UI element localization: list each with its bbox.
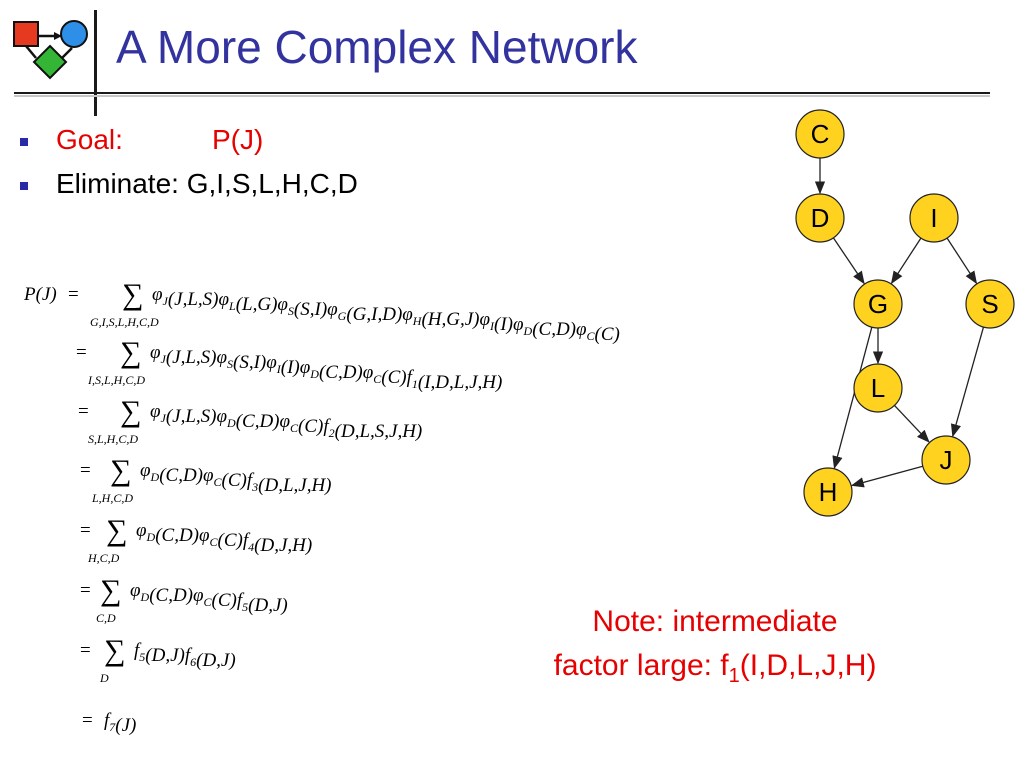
equation-row: = ∑ L,H,C,D φD(C,D)φC(C)f3(D,L,J,H) xyxy=(80,454,332,505)
node-H: H xyxy=(803,467,853,517)
slide-title: A More Complex Network xyxy=(116,21,638,73)
equation-row: = ∑ Df5(D,J)f6(D,J) xyxy=(80,634,236,685)
edge-I-G xyxy=(890,237,922,285)
sum-symbol: ∑ xyxy=(110,454,131,487)
title-vertical-rule xyxy=(94,10,97,116)
eliminate-label: Eliminate: xyxy=(56,168,179,199)
edge-J-H xyxy=(850,465,924,488)
sum-subscript: C,D xyxy=(96,611,116,625)
equation-row: = ∑ C,D φD(C,D)φC(C)f5(D,J) xyxy=(80,574,288,625)
node-S: S xyxy=(965,279,1015,329)
equation-body: φJ(J,L,S)φD(C,D)φC(C)f2(D,L,S,J,H) xyxy=(150,401,422,442)
node-label: S xyxy=(981,289,998,319)
goal-label: Goal: xyxy=(56,124,123,155)
node-label: C xyxy=(811,119,830,149)
equals-sign: = xyxy=(80,520,91,541)
network-diagram: C D I G S L J H xyxy=(795,109,1015,517)
sum-symbol: ∑ xyxy=(106,514,127,547)
node-label: I xyxy=(930,203,937,233)
equals-sign: = xyxy=(82,710,93,731)
edge-G-H xyxy=(832,327,873,470)
sum-subscript: S,L,H,C,D xyxy=(88,432,138,446)
equation-row: P(J) = ∑ G,I,S,L,H,C,DφJ(J,L,S)φL(L,G)φS(S,… xyxy=(23,278,620,345)
node-label: L xyxy=(871,373,885,403)
note-box: Note: intermediate factor large: f1(I,D,… xyxy=(480,600,950,698)
node-I: I xyxy=(909,193,959,243)
eliminate-value: G,I,S,L,H,C,D xyxy=(186,168,358,199)
sum-subscript: H,C,D xyxy=(87,551,120,565)
goal-value: P(J) xyxy=(212,124,264,155)
sum-symbol: ∑ xyxy=(104,634,125,667)
node-label: G xyxy=(868,289,888,319)
equals-sign: = xyxy=(76,342,87,363)
equation-row: = f7(J) xyxy=(82,710,136,736)
equation-body: φJ(J,L,S)φL(L,G)φS(S,I)φG(G,I,D)φH(H,G,J… xyxy=(152,284,620,345)
bullet-square-icon xyxy=(20,138,28,146)
edge-L-J xyxy=(894,405,930,443)
node-label: H xyxy=(819,477,838,507)
equation-row: = ∑ H,C,D φD(C,D)φC(C)f4(D,J,H) xyxy=(80,514,312,565)
equation-lhs: P(J) xyxy=(23,284,57,305)
title-underline-shadow xyxy=(14,95,990,97)
sum-symbol: ∑ xyxy=(122,278,143,311)
node-D: D xyxy=(795,193,845,243)
equation-body: f7(J) xyxy=(104,710,136,736)
node-C: C xyxy=(795,109,845,159)
equation-body: φD(C,D)φC(C)f4(D,J,H) xyxy=(136,520,312,556)
equals-sign: = xyxy=(80,580,91,601)
bullet-square-icon xyxy=(20,182,28,190)
equation-row: = ∑ I,S,L,H,C,D φJ(J,L,S)φS(S,I)φI(I)φD(C,D… xyxy=(76,336,502,393)
node-L: L xyxy=(853,363,903,413)
edge-D-G xyxy=(832,237,865,285)
logo-icon xyxy=(13,20,88,80)
node-G: G xyxy=(853,279,903,329)
equation-body: φD(C,D)φC(C)f5(D,J) xyxy=(130,580,288,616)
note-line-1: Note: intermediate xyxy=(592,605,838,638)
edge-S-J xyxy=(950,326,985,438)
equals-sign: = xyxy=(78,401,89,422)
node-label: J xyxy=(940,445,953,475)
equation-body: φJ(J,L,S)φS(S,I)φI(I)φD(C,D)φC(C)f1(I,D,… xyxy=(150,342,502,393)
equals-sign: = xyxy=(68,284,79,305)
sum-symbol: ∑ xyxy=(120,395,141,428)
sum-symbol: ∑ xyxy=(120,336,141,369)
title-underline xyxy=(14,92,990,94)
sum-subscript: L,H,C,D xyxy=(91,491,133,505)
node-J: J xyxy=(921,435,971,485)
edge-I-S xyxy=(946,237,978,285)
node-label: D xyxy=(811,203,830,233)
sum-subscript: I,S,L,H,C,D xyxy=(87,373,145,387)
sum-subscript: G,I,S,L,H,C,D xyxy=(90,315,159,329)
equals-sign: = xyxy=(80,460,91,481)
equation-body: f5(D,J)f6(D,J) xyxy=(134,640,236,671)
equals-sign: = xyxy=(80,640,91,661)
equation-row: = ∑ S,L,H,C,D φJ(J,L,S)φD(C,D)φC(C)f2(D,L,S… xyxy=(78,395,422,446)
sum-subscript: D xyxy=(99,671,109,685)
sum-symbol: ∑ xyxy=(100,574,121,607)
equation-block: P(J) = ∑ G,I,S,L,H,C,DφJ(J,L,S)φL(L,G)φS(S,… xyxy=(23,278,620,736)
equation-body: φD(C,D)φC(C)f3(D,L,J,H) xyxy=(140,460,332,496)
note-line-2: factor large: f1(I,D,L,J,H) xyxy=(553,649,877,687)
